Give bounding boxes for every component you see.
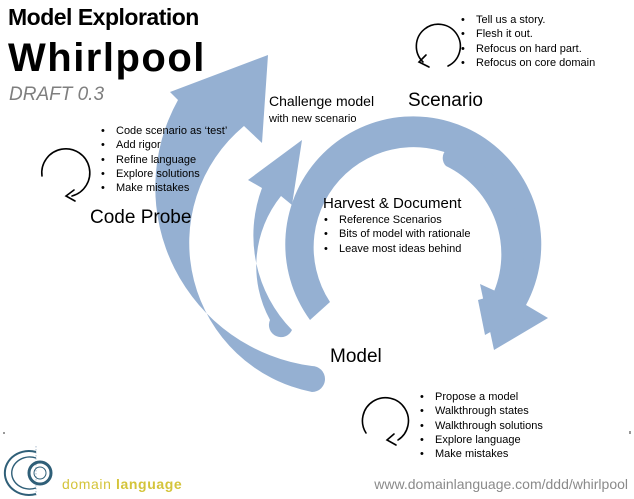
stage-label-scenario: Scenario bbox=[408, 90, 483, 111]
version-label: DRAFT 0.3 bbox=[9, 84, 105, 105]
brand-name: domain language bbox=[62, 476, 182, 492]
harvest-list: Reference Scenarios Bits of model with r… bbox=[322, 213, 470, 256]
scenario-inner-arrow bbox=[442, 146, 530, 335]
scenario-loop-icon bbox=[415, 23, 462, 67]
domain-language-logo-icon bbox=[3, 446, 53, 497]
list-item: Bits of model with rationale bbox=[322, 227, 470, 242]
scenario-activity-list: Tell us a story. Flesh it out. Refocus o… bbox=[459, 13, 595, 70]
page-title: Model Exploration bbox=[8, 4, 199, 30]
code-probe-loop-icon bbox=[41, 148, 91, 197]
model-activity-list: Propose a model Walkthrough states Walkt… bbox=[418, 390, 543, 462]
list-item: Make mistakes bbox=[418, 447, 543, 462]
challenge-subtitle: with new scenario bbox=[269, 113, 357, 125]
code-probe-loop-arrowhead-icon bbox=[64, 189, 76, 202]
model-loop-arrowhead-icon bbox=[385, 433, 397, 446]
scenario-model-ring bbox=[285, 116, 548, 350]
list-item: Propose a model bbox=[418, 390, 543, 405]
stage-label-code-probe: Code Probe bbox=[90, 207, 192, 228]
list-item: Make mistakes bbox=[99, 181, 227, 196]
list-item: Code scenario as ‘test’ bbox=[99, 124, 227, 139]
list-item: Walkthrough states bbox=[418, 404, 543, 419]
code-probe-activity-list: Code scenario as ‘test’ Add rigor Refine… bbox=[99, 124, 227, 196]
list-item: Tell us a story. bbox=[459, 13, 595, 28]
challenge-title: Challenge model bbox=[269, 93, 375, 109]
list-item: Refine language bbox=[99, 153, 227, 168]
code-probe-inner-arrow bbox=[248, 140, 302, 338]
list-item: Reference Scenarios bbox=[322, 213, 470, 228]
list-item: Flesh it out. bbox=[459, 27, 595, 42]
list-item: Explore language bbox=[418, 433, 543, 448]
scenario-loop-arrowhead-icon bbox=[417, 54, 430, 68]
brand-name-bold: language bbox=[116, 476, 183, 492]
brand-name-light: domain bbox=[62, 476, 112, 492]
page-subtitle: Whirlpool bbox=[8, 36, 206, 80]
crop-mark bbox=[3, 432, 5, 434]
list-item: Walkthrough solutions bbox=[418, 419, 543, 434]
harvest-title: Harvest & Document bbox=[323, 195, 462, 212]
list-item: Leave most ideas behind bbox=[322, 242, 470, 257]
list-item: Refocus on hard part. bbox=[459, 42, 595, 57]
list-item: Add rigor bbox=[99, 138, 227, 153]
model-loop-icon bbox=[361, 396, 410, 441]
crop-mark bbox=[629, 431, 631, 434]
stage-label-model: Model bbox=[330, 346, 382, 367]
list-item: Refocus on core domain bbox=[459, 56, 595, 71]
footer-url[interactable]: www.domainlanguage.com/ddd/whirlpool bbox=[374, 476, 628, 492]
list-item: Explore solutions bbox=[99, 167, 227, 182]
